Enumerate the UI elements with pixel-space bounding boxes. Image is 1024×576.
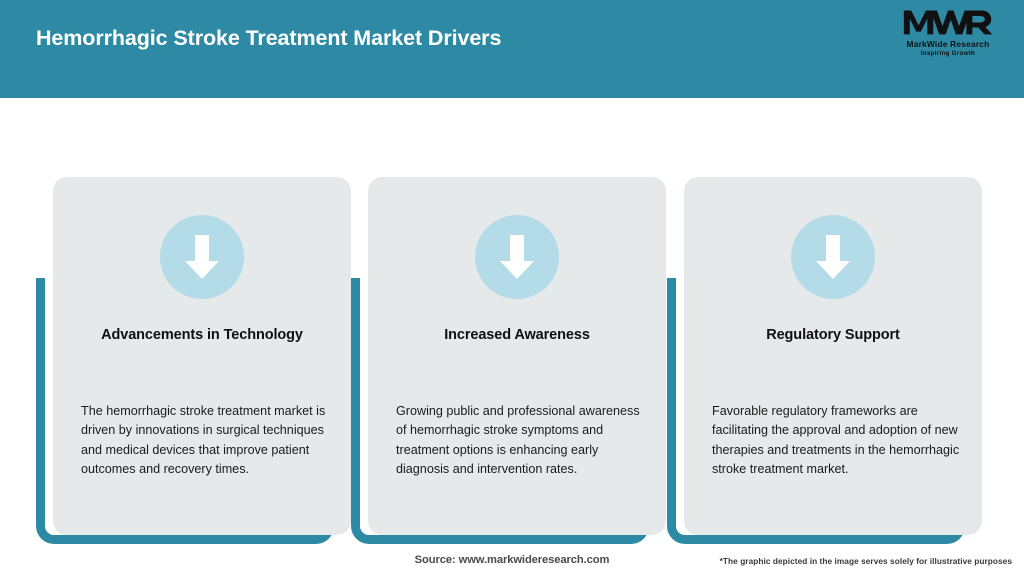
logo-tagline: Inspiring Growth [920, 50, 976, 57]
arrow-down-badge [160, 215, 244, 299]
card-title: Advancements in Technology [101, 327, 303, 343]
card-description: The hemorrhagic stroke treatment market … [81, 404, 326, 476]
card-title: Increased Awareness [444, 327, 590, 343]
disclaimer-note: *The graphic depicted in the image serve… [719, 556, 1012, 566]
logo-company-name: MarkWide Research [906, 39, 990, 49]
brand-logo: MarkWide Research Inspiring Growth [890, 6, 1006, 62]
arrow-down-icon [816, 235, 850, 279]
driver-card-3[interactable]: Regulatory Support Favorable regulatory … [653, 98, 983, 544]
driver-card-2[interactable]: Increased Awareness Growing public and p… [337, 98, 667, 544]
source-label: Source: www.markwideresearch.com [414, 554, 610, 566]
card-panel: Advancements in Technology The hemorrhag… [53, 177, 351, 535]
driver-card-1[interactable]: Advancements in Technology The hemorrhag… [22, 98, 352, 544]
header-bar: Hemorrhagic Stroke Treatment Market Driv… [0, 0, 1024, 98]
arrow-down-badge [475, 215, 559, 299]
arrow-down-icon [185, 235, 219, 279]
mwr-logo-icon [903, 10, 993, 35]
card-panel: Increased Awareness Growing public and p… [368, 177, 666, 535]
card-title: Regulatory Support [766, 327, 900, 343]
arrow-down-icon [500, 235, 534, 279]
card-panel: Regulatory Support Favorable regulatory … [684, 177, 982, 535]
drivers-card-group: Advancements in Technology The hemorrhag… [0, 98, 1024, 544]
arrow-down-badge [791, 215, 875, 299]
page-title: Hemorrhagic Stroke Treatment Market Driv… [36, 26, 502, 50]
card-description: Favorable regulatory frameworks are faci… [712, 404, 960, 476]
card-description: Growing public and professional awarenes… [396, 404, 640, 476]
